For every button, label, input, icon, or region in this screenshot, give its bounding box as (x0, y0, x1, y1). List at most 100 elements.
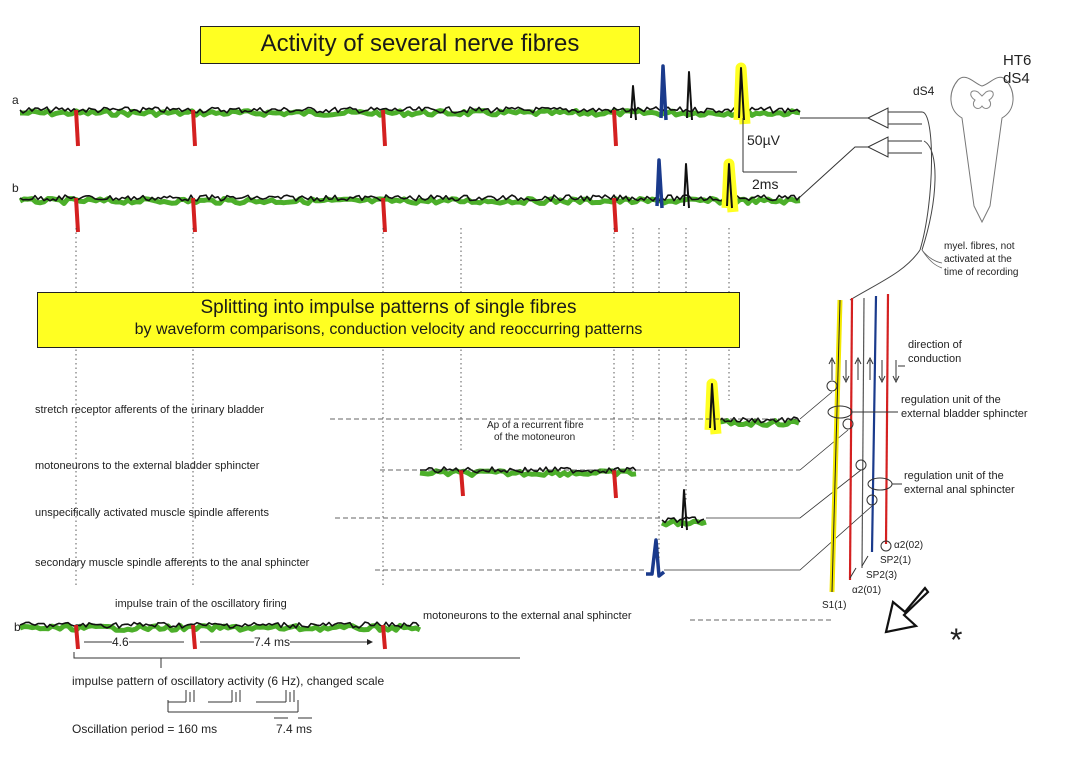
fibre-a2-01-red (848, 297, 854, 581)
voltage-scale-label: 50µV (747, 132, 780, 148)
bladder-unit-1: regulation unit of the (901, 394, 1001, 406)
fibre-sp2-1-blue (870, 295, 878, 553)
fibres-note-2: activated at the (944, 254, 1012, 265)
trace-b-yellow-spike (726, 163, 733, 209)
pattern-label: impulse pattern of oscillatory activity … (72, 674, 385, 688)
electrode-a (866, 107, 889, 129)
electrode-a-leads (888, 111, 922, 125)
myel-fibres (921, 249, 943, 269)
recurrent-label-1: Ap of a recurrent fibre (487, 420, 584, 431)
trace-a-black-spike (686, 71, 693, 121)
direction-arrows (828, 356, 905, 384)
oscillation-text: Oscillation period = 160 ms (72, 722, 218, 736)
impulse-pattern (167, 690, 299, 713)
bladder-motoneuron-trace-green (419, 468, 637, 478)
node-secondary (866, 494, 878, 506)
trace-b-black-spike (683, 163, 690, 209)
fibre-bundle (849, 249, 921, 301)
stretch-trace-green (705, 418, 800, 428)
guides-layer (75, 228, 873, 621)
asterisk: * (950, 622, 963, 658)
row-label-anal-motoneurons: motoneurons to the external anal sphinct… (423, 610, 632, 622)
specimen-line2: dS4 (1003, 70, 1030, 87)
row-connector-3 (664, 505, 873, 571)
bladder-motoneuron-trace-black (420, 466, 637, 474)
row-connector-2 (706, 469, 862, 519)
row-connector-0 (799, 391, 833, 420)
spinal-cord-outline (950, 76, 1014, 224)
trace-b-blue-spike (655, 158, 664, 209)
row-label-secondary: secondary muscle spindle afferents to th… (35, 557, 310, 569)
trace-b-red-spike-3 (612, 197, 618, 233)
spinal-cord-grey-matter (970, 90, 994, 109)
trace-a-black (19, 106, 801, 114)
node-stretch (826, 380, 838, 392)
trace-a-red-spike-3 (612, 109, 618, 147)
electrode-b (866, 136, 889, 158)
dorsal-root (919, 111, 936, 251)
traces-layer (18, 62, 801, 650)
trace-a-small-spike (630, 85, 637, 121)
direction-label-1: direction of (908, 339, 962, 351)
row-label-stretch: stretch receptor afferents of the urinar… (35, 404, 265, 416)
splitting-line2: by waveform comparisons, conduction velo… (134, 321, 643, 338)
fibre-id-sp2-3: SP2(3) (866, 570, 898, 581)
anal-unit-2: external anal sphincter (904, 484, 1015, 496)
trace-a-yellow-spike (738, 67, 745, 121)
anal-motoneuron-spike-0 (74, 624, 80, 650)
node-a2-02 (880, 540, 892, 552)
trace-label-b-bottom: b (14, 620, 21, 634)
title-text: Activity of several nerve fibres (260, 30, 580, 57)
hollow-arrow (884, 586, 930, 634)
trace-b-red-spike-1 (191, 197, 197, 233)
node-bladder-motoneuron (842, 418, 854, 430)
bladder-motoneuron-spike-0 (459, 469, 465, 497)
trace-b-black (19, 194, 801, 202)
trace-label-a: a (12, 93, 19, 107)
fibres-note-3: time of recording (944, 267, 1019, 278)
stretch-spike (709, 383, 716, 431)
node-spindle (855, 459, 867, 471)
bladder-motoneuron-spike-1 (612, 469, 618, 499)
oscillation-interval: 7.4 ms (276, 722, 313, 736)
root-label: dS4 (913, 84, 935, 98)
anal-motoneuron-spike-1 (191, 624, 197, 650)
title-box: Activity of several nerve fibres (200, 26, 640, 64)
interval-second: 7.4 ms (254, 635, 291, 649)
fibre-id-a2-02: α2(02) (894, 540, 924, 551)
fibre-id-s1-1: S1(1) (822, 600, 847, 611)
bladder-unit-2: external bladder sphincter (901, 408, 1028, 420)
secondary-spike (646, 538, 666, 578)
specimen-line1: HT6 (1003, 52, 1032, 69)
fibre-sp2-3 (861, 297, 865, 569)
trace-a-red-spike-2 (381, 109, 387, 147)
trace-a-red-spike-0 (74, 109, 80, 147)
row-label-spindle: unspecifically activated muscle spindle … (35, 507, 269, 519)
trace-a-blue-spike (659, 64, 668, 121)
anal-motoneuron-trace-black (19, 621, 420, 629)
spindle-spike (681, 489, 688, 531)
bladder-unit-ring (827, 405, 853, 419)
anal-unit-1: regulation unit of the (904, 470, 1004, 482)
electrode-b-wire (799, 146, 868, 198)
fibre-s1-outline (831, 299, 841, 593)
fibre-id-leaders (849, 555, 869, 579)
fibre-id-a2-01: α2(01) (852, 585, 882, 596)
unit-leaders (851, 411, 902, 485)
recurrent-label-2: of the motoneuron (494, 432, 576, 443)
anal-unit-ring (867, 477, 893, 491)
trace-a-red-spike-1 (191, 109, 197, 147)
splitting-box: Splitting into impulse patterns of singl… (37, 292, 740, 348)
row-label-bladder-motoneurons: motoneurons to the external bladder sphi… (35, 460, 260, 472)
impulse-train-label: impulse train of the oscillatory firing (115, 598, 287, 610)
splitting-line1: Splitting into impulse patterns of singl… (200, 297, 577, 318)
interval-first: 4.6 (112, 635, 129, 649)
fibre-id-sp2-1: SP2(1) (880, 555, 912, 566)
fibres-note-1: myel. fibres, not (944, 241, 1015, 252)
direction-label-2: conduction (908, 353, 962, 365)
pattern-bracket (73, 652, 520, 668)
static-layer (73, 76, 1014, 719)
electrode-b-leads (888, 140, 922, 154)
trace-label-b: b (12, 181, 19, 195)
